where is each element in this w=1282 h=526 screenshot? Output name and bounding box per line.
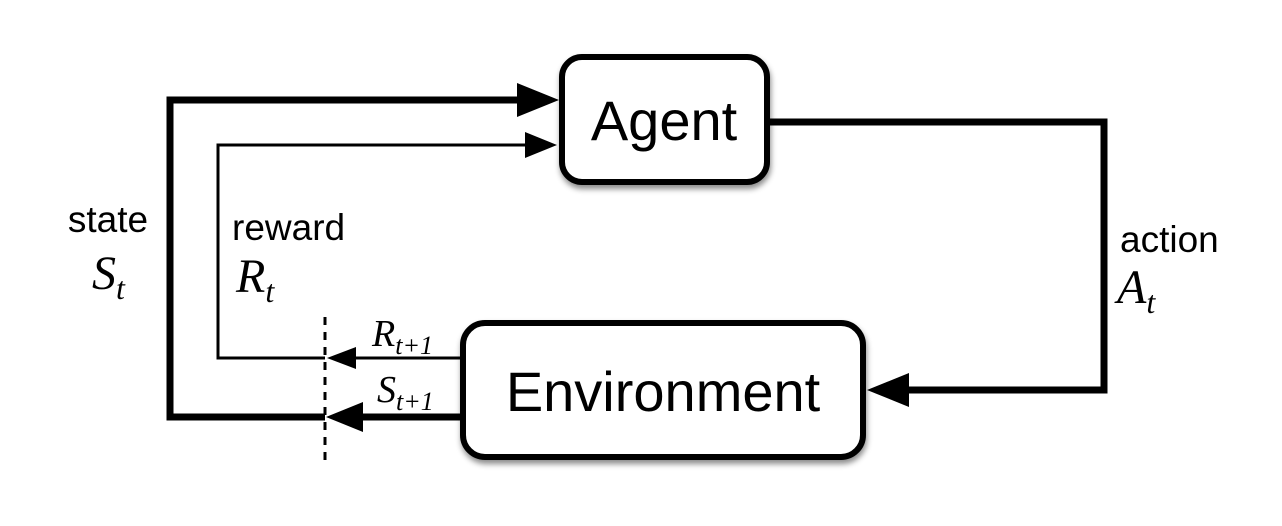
state-line [166,96,520,421]
next-reward-subscript: t+1 [395,331,433,360]
action-arrowhead [867,373,909,407]
reward-symbol-label: Rt [235,250,275,309]
next-state-subscript: t+1 [396,387,434,416]
next-reward-symbol: R [371,313,395,355]
action-word-label: action [1120,219,1219,260]
next-reward-arrowhead [327,347,356,369]
reward-line [216,143,527,360]
state-symbol-subscript: t [116,270,126,306]
agent-box-label: Agent [591,89,738,152]
action-symbol-label: At [1114,261,1156,320]
state-arrowhead [517,83,559,117]
environment-box-label: Environment [506,360,821,423]
reward-word-label: reward [232,207,345,248]
action-line [767,118,1108,394]
next-state-symbol: S [377,369,396,411]
next-state-label: St+1 [377,369,434,416]
action-symbol: A [1114,261,1147,314]
next-state-arrowhead [326,402,363,432]
reward-symbol: R [235,250,265,303]
state-symbol: S [92,247,116,300]
reward-arrowhead [525,132,557,158]
state-symbol-label: St [92,247,126,306]
state-word-label: state [68,199,148,240]
action-symbol-subscript: t [1146,284,1156,320]
reward-symbol-subscript: t [265,273,275,309]
environment-box [460,320,866,460]
next-reward-label: Rt+1 [371,313,433,360]
agent-box [559,54,770,185]
